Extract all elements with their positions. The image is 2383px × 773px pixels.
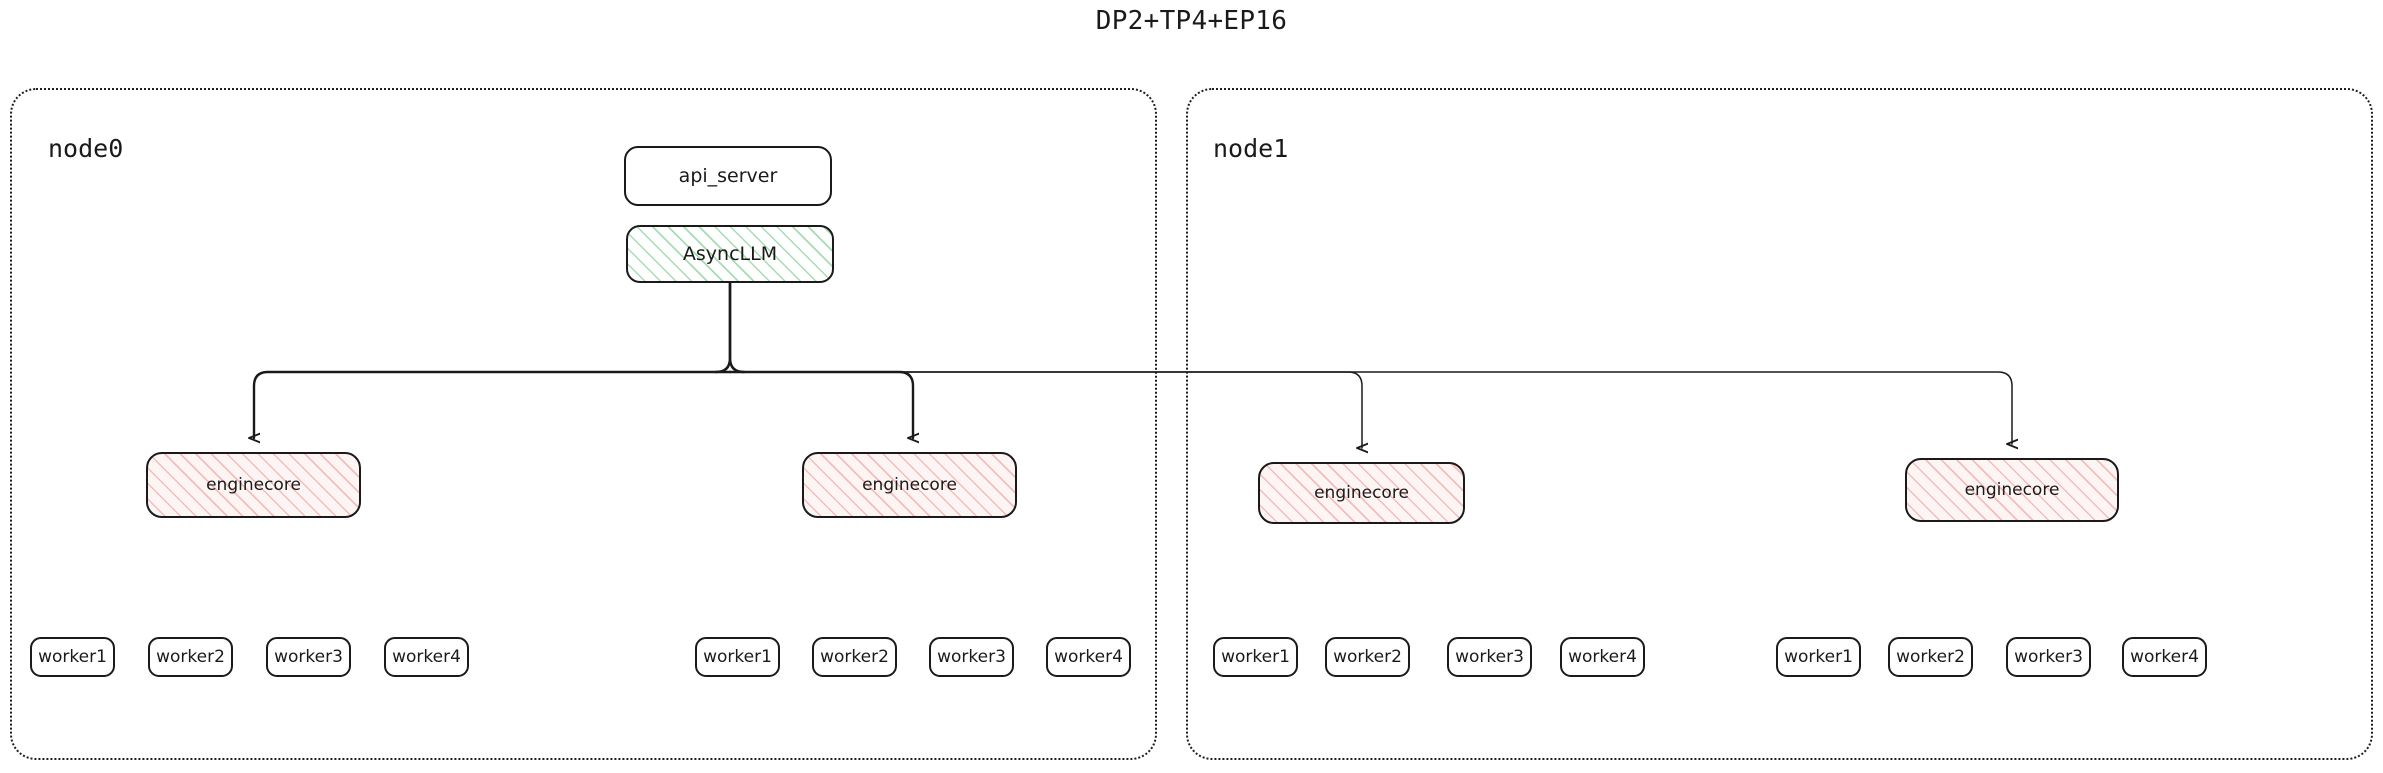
enginecore-box-3[interactable]: enginecore <box>1905 458 2119 522</box>
worker-box-3-3-label: worker4 <box>2130 646 2199 667</box>
api-server-box[interactable]: api_server <box>624 146 832 206</box>
enginecore-box-2[interactable]: enginecore <box>1258 462 1465 524</box>
worker-box-0-0-label: worker1 <box>38 646 107 667</box>
worker-box-2-3[interactable]: worker4 <box>1560 637 1645 677</box>
worker-box-3-0-label: worker1 <box>1784 646 1853 667</box>
worker-box-1-1-label: worker2 <box>820 646 889 667</box>
worker-box-3-2-label: worker3 <box>2014 646 2083 667</box>
worker-box-2-2-label: worker3 <box>1455 646 1524 667</box>
worker-box-2-1-label: worker2 <box>1333 646 1402 667</box>
enginecore-box-1[interactable]: enginecore <box>802 452 1017 518</box>
async-llm-box[interactable]: AsyncLLM <box>626 225 834 283</box>
worker-box-0-1[interactable]: worker2 <box>148 637 233 677</box>
api-server-box-label: api_server <box>678 164 778 187</box>
worker-box-0-3-label: worker4 <box>392 646 461 667</box>
worker-box-2-3-label: worker4 <box>1568 646 1637 667</box>
worker-box-1-2-label: worker3 <box>937 646 1006 667</box>
enginecore-box-2-label: enginecore <box>1314 482 1409 503</box>
worker-box-0-0[interactable]: worker1 <box>30 637 115 677</box>
enginecore-box-0-label: enginecore <box>206 474 301 495</box>
worker-box-3-0[interactable]: worker1 <box>1776 637 1861 677</box>
worker-box-3-1[interactable]: worker2 <box>1888 637 1973 677</box>
worker-box-0-2[interactable]: worker3 <box>266 637 351 677</box>
worker-box-0-1-label: worker2 <box>156 646 225 667</box>
enginecore-box-3-label: enginecore <box>1964 479 2060 500</box>
worker-box-1-1[interactable]: worker2 <box>812 637 897 677</box>
page-title: DP2+TP4+EP16 <box>1095 6 1288 36</box>
worker-box-1-0[interactable]: worker1 <box>695 637 780 677</box>
worker-box-3-1-label: worker2 <box>1896 646 1965 667</box>
worker-box-2-0[interactable]: worker1 <box>1213 637 1298 677</box>
worker-box-2-1[interactable]: worker2 <box>1325 637 1410 677</box>
worker-box-3-3[interactable]: worker4 <box>2122 637 2207 677</box>
worker-box-1-3-label: worker4 <box>1054 646 1123 667</box>
worker-box-1-3[interactable]: worker4 <box>1046 637 1131 677</box>
worker-box-0-2-label: worker3 <box>274 646 343 667</box>
worker-box-2-0-label: worker1 <box>1221 646 1290 667</box>
worker-box-0-3[interactable]: worker4 <box>384 637 469 677</box>
worker-box-1-0-label: worker1 <box>703 646 772 667</box>
node-label-node0: node0 <box>48 134 124 163</box>
worker-box-1-2[interactable]: worker3 <box>929 637 1014 677</box>
async-llm-box-label: AsyncLLM <box>682 242 778 265</box>
node-label-node1: node1 <box>1213 134 1289 163</box>
enginecore-box-0[interactable]: enginecore <box>146 452 361 518</box>
enginecore-box-1-label: enginecore <box>862 474 957 495</box>
worker-box-2-2[interactable]: worker3 <box>1447 637 1532 677</box>
worker-box-3-2[interactable]: worker3 <box>2006 637 2091 677</box>
